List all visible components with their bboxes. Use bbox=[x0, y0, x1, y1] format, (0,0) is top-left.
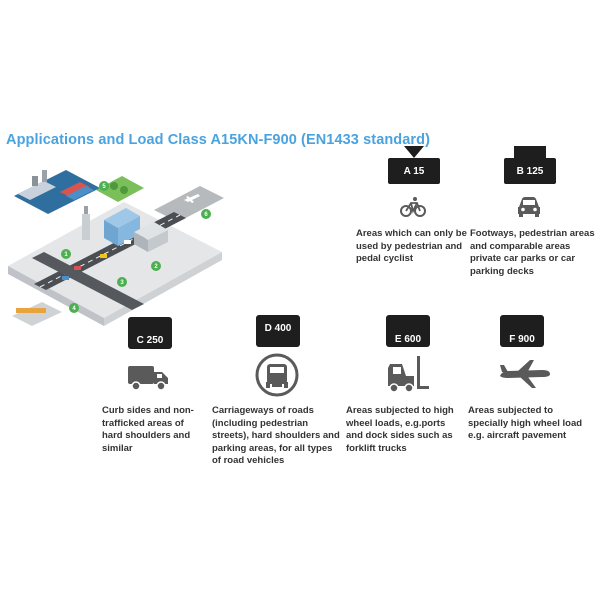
airplane-icon bbox=[498, 360, 552, 390]
forklift-icon bbox=[384, 354, 430, 394]
description-a15: Areas which can only be used by pedestri… bbox=[356, 228, 467, 264]
badge-b125: B 125 bbox=[504, 146, 556, 184]
map-marker-1: 1 bbox=[64, 252, 68, 258]
description-d400: Carriageways of roads (including pedestr… bbox=[212, 405, 340, 466]
bicycle-icon bbox=[400, 196, 426, 218]
map-marker-3: 3 bbox=[120, 280, 124, 286]
map-marker-6: 6 bbox=[204, 212, 208, 218]
map-marker-2: 2 bbox=[154, 264, 158, 270]
badge-c250-label: C 250 bbox=[136, 335, 164, 346]
badge-e600-label: E 600 bbox=[394, 334, 422, 345]
badge-a15-label: A 15 bbox=[403, 166, 425, 177]
car-icon bbox=[516, 195, 542, 217]
badge-f900: F 900 bbox=[500, 315, 544, 347]
description-b125: Footways, pedestrian areas and comparabl… bbox=[470, 228, 595, 277]
description-c250: Curb sides and non-trafficked areas of h… bbox=[102, 405, 194, 454]
badge-b125-label: B 125 bbox=[516, 166, 544, 177]
page-title: Applications and Load Class A15KN-F900 (… bbox=[6, 132, 431, 148]
map-marker-5: 5 bbox=[102, 184, 106, 190]
description-f900: Areas subjected to specially high wheel … bbox=[468, 405, 583, 441]
heavy-vehicle-icon bbox=[254, 352, 300, 398]
badge-d400-label: D 400 bbox=[264, 323, 292, 334]
badge-d400: D 400 bbox=[256, 315, 300, 347]
truck-icon bbox=[126, 362, 170, 392]
city-illustration: 1 2 3 4 5 6 bbox=[4, 156, 226, 356]
description-e600: Areas subjected to high wheel loads, e.g… bbox=[346, 405, 454, 454]
badge-f900-label: F 900 bbox=[509, 334, 535, 345]
badge-e600: E 600 bbox=[386, 315, 430, 347]
badge-c250: C 250 bbox=[128, 317, 172, 349]
map-marker-4: 4 bbox=[72, 306, 76, 312]
badge-a15: A 15 bbox=[388, 146, 440, 184]
